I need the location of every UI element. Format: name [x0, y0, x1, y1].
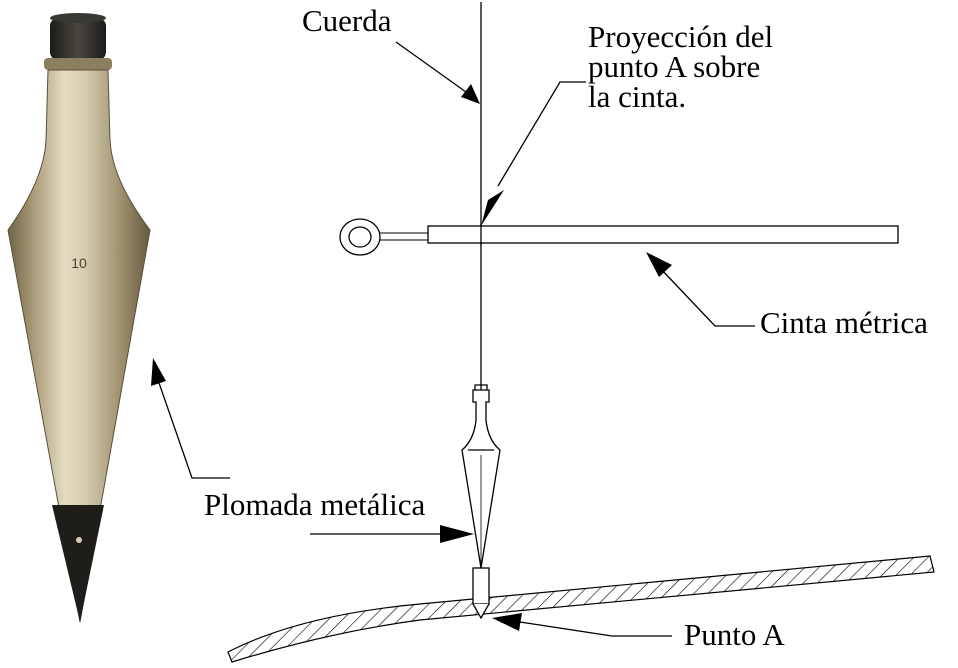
arrow-punto	[492, 613, 522, 631]
label-cinta: Cinta métrica	[760, 305, 928, 340]
leader-cinta	[659, 267, 755, 327]
arrow-plomada-drawing	[440, 525, 474, 543]
leader-lines	[157, 41, 755, 637]
leader-cuerda	[395, 41, 467, 93]
plumb-body	[7, 69, 151, 623]
plumb-cap	[50, 18, 106, 60]
plumb-tip-hole	[76, 537, 82, 543]
leader-proyeccion	[497, 81, 586, 187]
plumb-bob-drawing	[461, 384, 501, 569]
tape-ring-inner	[348, 226, 372, 248]
point-a-marker	[472, 567, 490, 620]
arrow-cuerda	[461, 84, 480, 104]
plumb-engraving: 10	[71, 255, 87, 271]
label-proyeccion-1: Proyección del	[588, 19, 774, 54]
label-proyeccion-2: punto A sobre	[588, 49, 761, 84]
plumb-collar	[44, 58, 112, 70]
leader-plomada-photo	[157, 379, 230, 479]
ground	[227, 555, 935, 663]
label-punto: Punto A	[684, 617, 785, 652]
plumb-tip	[52, 505, 104, 622]
tape-strip	[427, 225, 899, 244]
label-cuerda: Cuerda	[302, 3, 392, 38]
drawing-cap	[474, 384, 488, 390]
label-proyeccion-3: la cinta.	[588, 79, 687, 114]
arrowheads	[151, 84, 672, 631]
stake-point	[472, 603, 490, 620]
plumb-bob-photo: 10	[7, 13, 151, 623]
measuring-tape	[339, 218, 899, 256]
arrow-proyeccion	[481, 190, 504, 226]
arrow-plomada-photo	[151, 358, 166, 386]
leader-punto	[519, 621, 672, 637]
ground-section	[227, 555, 935, 663]
stake	[472, 567, 490, 605]
label-plomada: Plomada metálica	[204, 487, 426, 522]
plumb-cap-top	[50, 13, 106, 23]
arrow-cinta	[646, 252, 672, 277]
